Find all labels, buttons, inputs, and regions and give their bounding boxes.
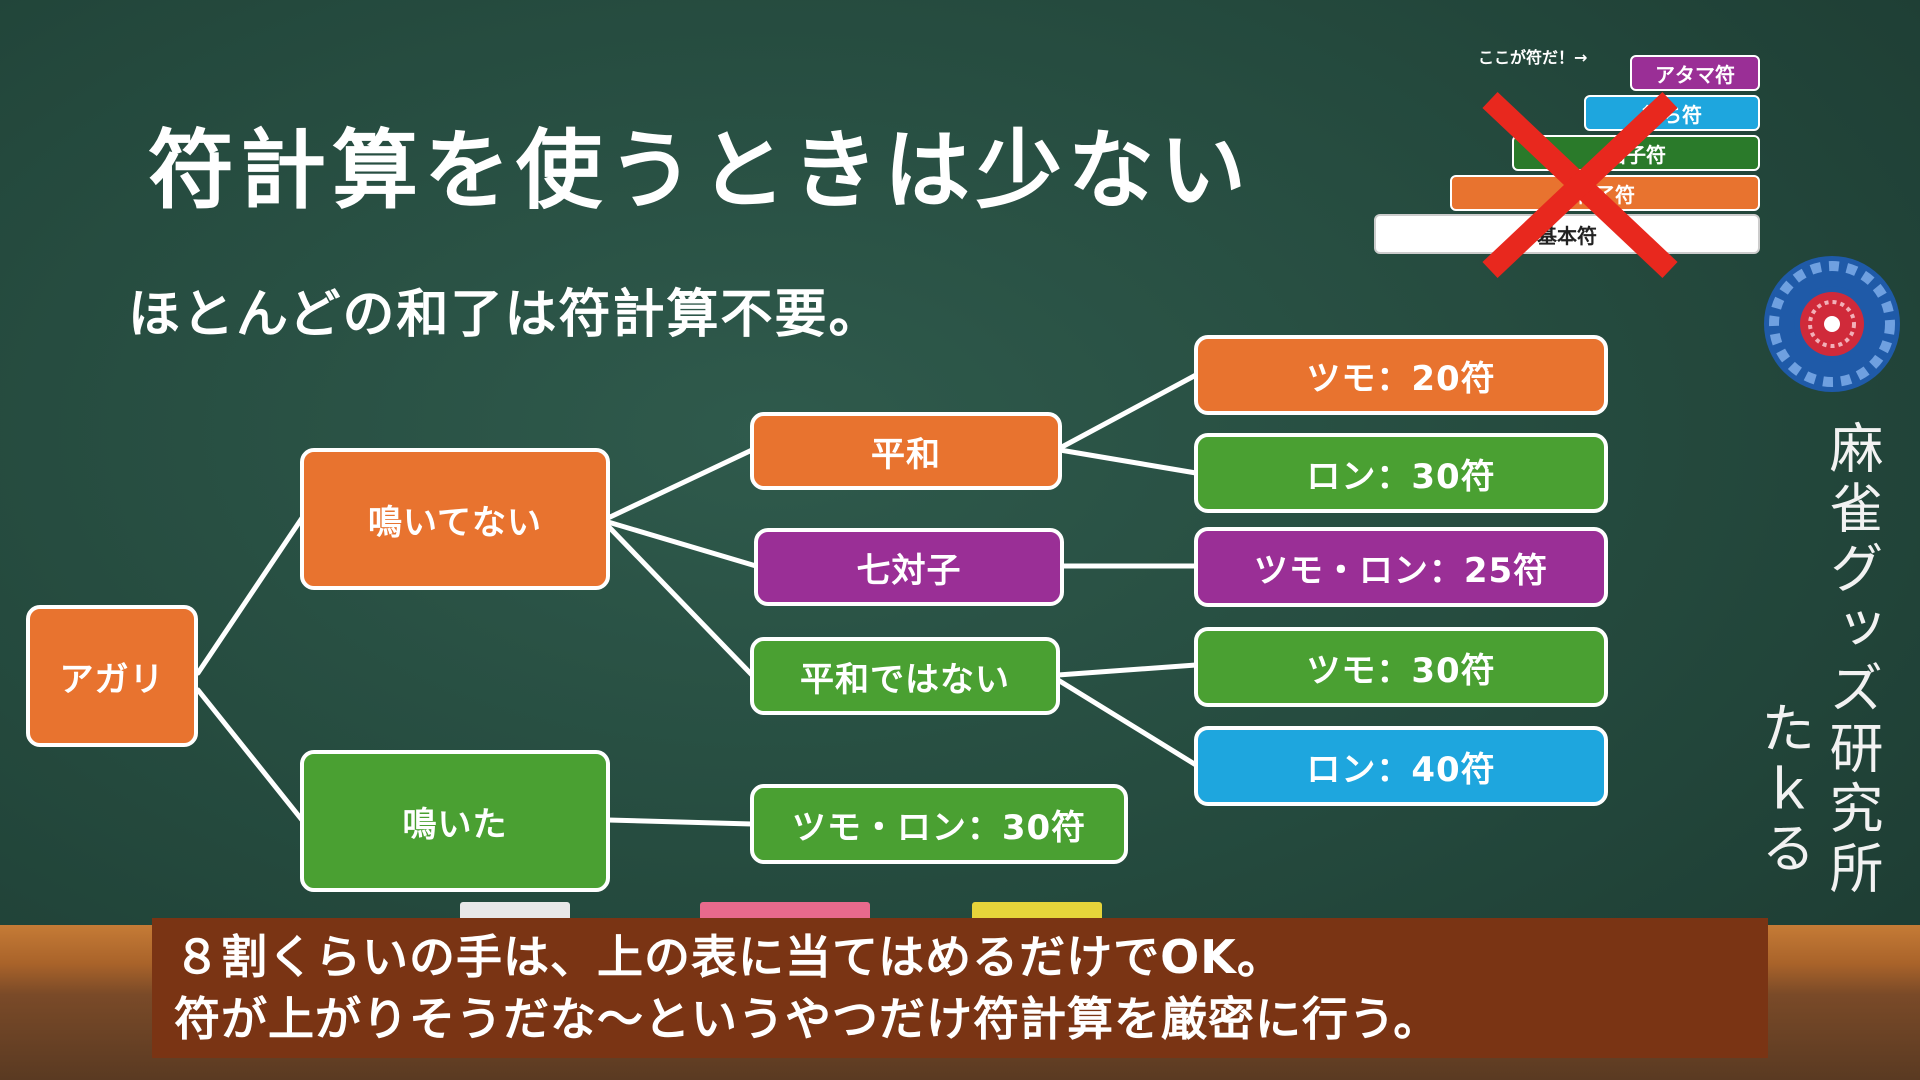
- caption-line-1: ８割くらいの手は、上の表に当てはめるだけでOK。: [174, 930, 1284, 984]
- node-open-result: ツモ・ロン：30符: [750, 784, 1128, 864]
- caption-box: ８割くらいの手は、上の表に当てはめるだけでOK。 符が上がりそうだな～というやつ…: [152, 918, 1768, 1058]
- connector: [1057, 372, 1199, 451]
- node-pinfu: 平和: [750, 412, 1062, 490]
- node-agari: アガリ: [26, 605, 198, 747]
- connector: [605, 817, 755, 827]
- node-chiitoitsu-result: ツモ・ロン：25符: [1194, 527, 1608, 607]
- connector: [605, 523, 755, 678]
- connector: [1055, 677, 1199, 768]
- page-subtitle: ほとんどの和了は符計算不要。: [128, 285, 883, 345]
- brand-name: 麻雀グッズ研究所: [1820, 420, 1883, 900]
- page-title: 符計算を使うときは少ない: [148, 121, 1252, 221]
- mahjong-emblem-icon: [1764, 256, 1900, 392]
- connector: [1055, 662, 1199, 678]
- node-pinfu-ron: ロン：30符: [1194, 433, 1608, 513]
- node-chiitoitsu: 七対子: [754, 528, 1064, 606]
- author-name: たｋる: [1752, 700, 1815, 880]
- node-not-pinfu-ron: ロン：40符: [1194, 726, 1608, 806]
- node-closed-hand: 鳴いてない: [300, 448, 610, 590]
- node-open-hand: 鳴いた: [300, 750, 610, 892]
- node-not-pinfu-tsumo: ツモ：30符: [1194, 627, 1608, 707]
- connector: [195, 515, 305, 676]
- connector: [605, 447, 755, 521]
- caption-line-2: 符が上がりそうだな～というやつだけ符計算を厳密に行う。: [174, 992, 1441, 1046]
- node-not-pinfu: 平和ではない: [750, 637, 1060, 715]
- node-pinfu-tsumo: ツモ：20符: [1194, 335, 1608, 415]
- connector: [605, 519, 759, 569]
- connector: [1057, 447, 1199, 476]
- connector: [195, 687, 305, 823]
